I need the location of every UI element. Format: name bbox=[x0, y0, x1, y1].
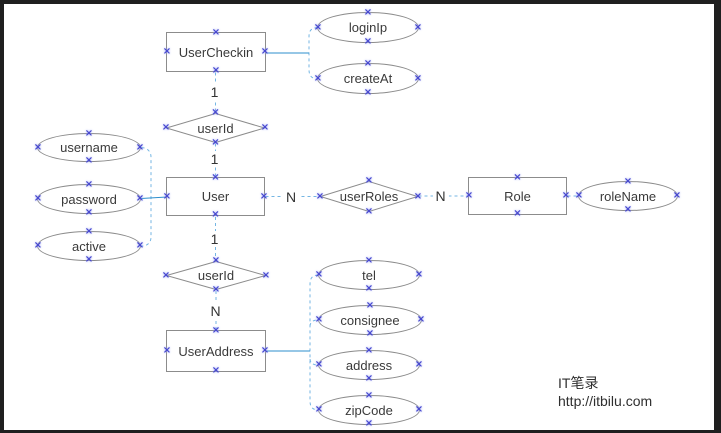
attribute-tel[interactable]: tel ×××× bbox=[315, 255, 423, 294]
watermark-url[interactable]: http://itbilu.com bbox=[558, 393, 653, 409]
entity-usercheckin-label: UserCheckin bbox=[178, 44, 254, 60]
attribute-address-label: address bbox=[345, 357, 393, 373]
attribute-consignee-label: consignee bbox=[340, 312, 400, 328]
diamond-shape bbox=[166, 261, 266, 290]
diamond-shape bbox=[166, 113, 265, 143]
attribute-tel-label: tel bbox=[362, 267, 376, 283]
relationship-userroles[interactable]: userRoles ×××× bbox=[316, 175, 422, 217]
watermark: IT笔录 http://itbilu.com bbox=[558, 374, 652, 410]
attribute-username-label: username bbox=[60, 140, 118, 155]
cardinality-label: 1 bbox=[207, 150, 222, 167]
relationship-userid-top-label: userId bbox=[197, 120, 234, 136]
attribute-active[interactable]: active ×××× bbox=[34, 226, 144, 265]
cardinality-label: N bbox=[282, 188, 300, 205]
entity-useraddress-label: UserAddress bbox=[178, 343, 254, 359]
watermark-site-name: IT笔录 bbox=[558, 375, 599, 391]
attribute-loginip-label: loginIp bbox=[348, 20, 388, 35]
cardinality-label: N bbox=[432, 188, 449, 204]
relationship-userid-bottom-label: userId bbox=[197, 268, 235, 283]
entity-user-label: User bbox=[201, 189, 230, 204]
entity-role[interactable]: Role ×××× bbox=[465, 172, 570, 219]
cardinality-label: 1 bbox=[207, 230, 222, 247]
attribute-rolename-label: roleName bbox=[599, 188, 657, 204]
entity-usercheckin[interactable]: UserCheckin ×××× bbox=[163, 27, 269, 76]
entity-user[interactable]: User ×××× bbox=[163, 172, 268, 220]
attribute-consignee[interactable]: consignee ×××× bbox=[315, 300, 425, 339]
entity-useraddress[interactable]: UserAddress ×××× bbox=[163, 325, 269, 376]
attribute-address[interactable]: address ×××× bbox=[315, 345, 423, 384]
attribute-active-label: active bbox=[72, 238, 106, 254]
attribute-createat[interactable]: createAt ×××× bbox=[314, 58, 422, 98]
attribute-loginip[interactable]: loginIp ×××× bbox=[314, 7, 422, 47]
attribute-createat-label: createAt bbox=[343, 71, 393, 86]
attribute-rolename[interactable]: roleName ×××× bbox=[575, 176, 681, 215]
relationship-userid-top[interactable]: userId ×××× bbox=[162, 107, 269, 148]
cardinality-label: N bbox=[207, 303, 224, 319]
cardinality-label: 1 bbox=[207, 84, 222, 100]
entity-role-label: Role bbox=[504, 188, 531, 204]
diamond-shape bbox=[320, 181, 418, 212]
attribute-password[interactable]: password ×××× bbox=[34, 179, 144, 218]
relationship-userroles-label: userRoles bbox=[339, 189, 399, 204]
attribute-password-label: password bbox=[61, 191, 117, 207]
attribute-zipcode-label: zipCode bbox=[345, 402, 393, 418]
relationship-userid-bottom[interactable]: userId ×××× bbox=[162, 255, 270, 295]
attribute-username[interactable]: username ×××× bbox=[34, 128, 144, 166]
attribute-zipcode[interactable]: zipCode ×××× bbox=[315, 390, 423, 429]
